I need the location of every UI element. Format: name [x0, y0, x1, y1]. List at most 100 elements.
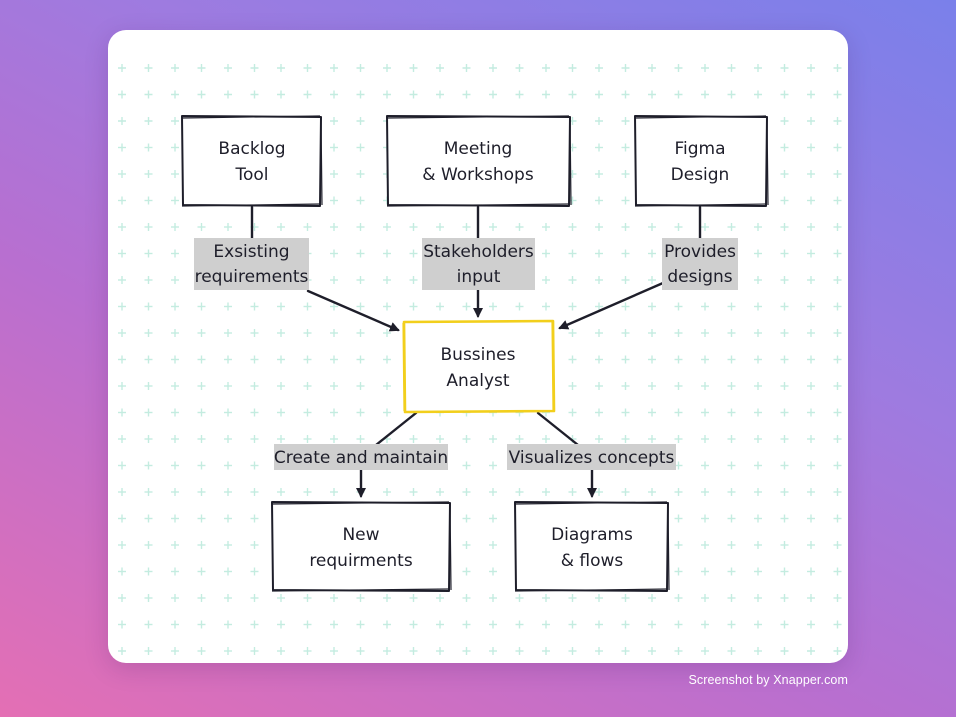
- grid-plus-mark: [118, 64, 126, 72]
- grid-plus-mark: [701, 514, 709, 523]
- grid-plus-mark: [780, 355, 789, 364]
- grid-plus-mark: [621, 382, 630, 390]
- grid-plus-mark: [436, 302, 444, 311]
- grid-plus-mark: [542, 276, 550, 284]
- edge-label-stakeholders-input: Stakeholders input: [422, 238, 535, 290]
- node-business-analyst[interactable]: Bussines Analyst: [402, 319, 556, 414]
- grid-plus-mark: [542, 488, 550, 496]
- grid-plus-mark: [833, 382, 842, 390]
- grid-plus-mark: [356, 382, 365, 390]
- grid-plus-mark: [701, 541, 709, 549]
- edge-label-existing-line-1: Exsisting: [213, 242, 289, 262]
- grid-plus-mark: [409, 90, 418, 99]
- grid-plus-mark: [118, 514, 126, 523]
- grid-plus-mark: [701, 647, 709, 655]
- grid-plus-mark: [674, 302, 683, 311]
- node-meeting-workshops[interactable]: Meeting & Workshops: [386, 115, 572, 207]
- grid-plus-mark: [833, 223, 842, 231]
- grid-plus-mark: [224, 647, 232, 655]
- grid-plus-mark: [754, 514, 762, 523]
- edge-label-stakeholders-line-1: Stakeholders: [423, 242, 534, 262]
- grid-plus-mark: [701, 594, 709, 602]
- grid-plus-mark: [303, 355, 312, 364]
- node-figma-design[interactable]: Figma Design: [634, 115, 769, 207]
- grid-plus-mark: [727, 461, 736, 470]
- node-backlog-tool[interactable]: Backlog Tool: [181, 115, 323, 207]
- grid-plus-mark: [436, 64, 444, 72]
- grid-plus-mark: [224, 302, 232, 311]
- grid-plus-mark: [568, 355, 577, 364]
- grid-plus-mark: [118, 329, 126, 337]
- grid-plus-mark: [701, 567, 709, 576]
- grid-plus-mark: [224, 514, 232, 523]
- grid-plus-mark: [462, 620, 471, 629]
- grid-plus-mark: [144, 276, 153, 284]
- grid-plus-mark: [356, 223, 365, 231]
- grid-plus-mark: [621, 117, 630, 125]
- grid-plus-mark: [118, 620, 126, 629]
- grid-plus-mark: [515, 647, 524, 655]
- grid-plus-mark: [462, 488, 471, 496]
- grid-plus-mark: [648, 408, 656, 417]
- grid-plus-mark: [568, 382, 577, 390]
- grid-plus-mark: [727, 329, 736, 337]
- grid-plus-mark: [409, 276, 418, 284]
- grid-plus-mark: [330, 170, 338, 178]
- grid-plus-mark: [383, 408, 391, 417]
- grid-plus-mark: [701, 488, 709, 496]
- grid-plus-mark: [171, 170, 179, 178]
- grid-plus-mark: [118, 408, 126, 417]
- grid-plus-mark: [807, 382, 815, 390]
- grid-plus-mark: [754, 382, 762, 390]
- grid-plus-mark: [462, 435, 471, 443]
- grid-plus-mark: [621, 647, 630, 655]
- grid-plus-mark: [754, 594, 762, 602]
- grid-plus-mark: [833, 276, 842, 284]
- grid-plus-mark: [727, 408, 736, 417]
- grid-plus-mark: [595, 249, 603, 258]
- grid-plus-mark: [171, 302, 179, 311]
- grid-plus-mark: [303, 90, 312, 99]
- grid-plus-mark: [436, 223, 444, 231]
- grid-plus-mark: [303, 647, 312, 655]
- grid-plus-mark: [356, 117, 365, 125]
- grid-plus-mark: [277, 223, 285, 231]
- grid-plus-mark: [224, 355, 232, 364]
- grid-plus-mark: [489, 514, 497, 523]
- node-diagrams-flows[interactable]: Diagrams & flows: [514, 501, 670, 592]
- grid-plus-mark: [674, 620, 683, 629]
- grid-plus-mark: [701, 435, 709, 443]
- grid-plus-mark: [171, 488, 179, 496]
- grid-plus-mark: [595, 355, 603, 364]
- edge-label-visualizes-concepts: Visualizes concepts: [507, 444, 676, 470]
- grid-plus-mark: [144, 302, 153, 311]
- grid-plus-mark: [674, 90, 683, 99]
- grid-plus-mark: [807, 620, 815, 629]
- grid-plus-mark: [462, 647, 471, 655]
- grid-plus-mark: [648, 223, 656, 231]
- grid-plus-mark: [303, 223, 312, 231]
- edge-label-create-maintain: Create and maintain: [274, 444, 448, 470]
- grid-plus-mark: [277, 302, 285, 311]
- grid-plus-mark: [833, 117, 842, 125]
- grid-plus-mark: [171, 620, 179, 629]
- grid-plus-mark: [303, 329, 312, 337]
- grid-plus-mark: [648, 435, 656, 443]
- grid-plus-mark: [674, 408, 683, 417]
- grid-plus-mark: [383, 223, 391, 231]
- grid-plus-mark: [621, 620, 630, 629]
- grid-plus-mark: [674, 647, 683, 655]
- grid-plus-mark: [144, 488, 153, 496]
- grid-plus-mark: [833, 567, 842, 576]
- grid-plus-mark: [224, 435, 232, 443]
- grid-plus-mark: [118, 647, 126, 655]
- grid-plus-mark: [780, 408, 789, 417]
- grid-plus-mark: [118, 594, 126, 602]
- grid-plus-mark: [171, 249, 179, 258]
- node-new-requirements[interactable]: New requirments: [271, 501, 452, 592]
- grid-plus-mark: [383, 329, 391, 337]
- grid-plus-mark: [833, 647, 842, 655]
- grid-plus-mark: [489, 461, 497, 470]
- grid-plus-mark: [330, 302, 338, 311]
